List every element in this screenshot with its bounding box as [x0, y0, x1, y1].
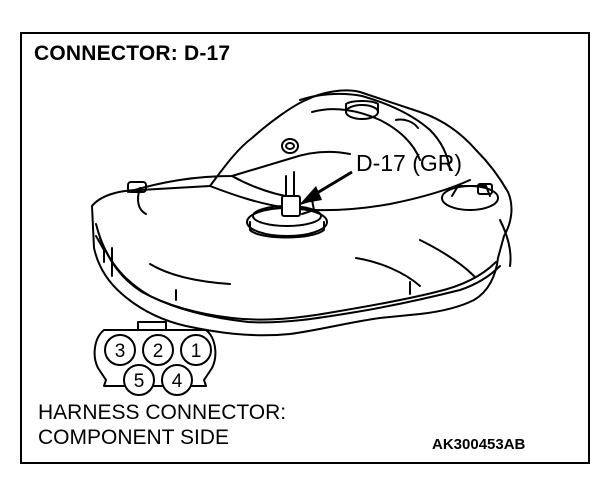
harness-connector-caption: HARNESS CONNECTOR: COMPONENT SIDE: [38, 400, 286, 450]
connector-title: CONNECTOR: D-17: [34, 42, 231, 65]
pin-2-circle: [142, 334, 174, 366]
pin-5-label: 5: [134, 371, 145, 392]
callout-arrow: [300, 170, 353, 204]
pin-1-circle: [180, 334, 212, 366]
tank-front-skirt: [95, 223, 497, 321]
pin-1-label: 1: [191, 341, 202, 362]
tank-rear-hump: [299, 92, 451, 171]
pump-connector: [281, 195, 301, 217]
pin-3-circle: [104, 334, 136, 366]
harness-connector-face: [93, 321, 217, 396]
diagram-frame: [20, 32, 590, 464]
pin-4-label: 4: [172, 371, 183, 392]
figure-code: AK300453AB: [432, 436, 526, 453]
pin-3-label: 3: [115, 341, 126, 362]
pin-2-label: 2: [153, 341, 164, 362]
tank-body-outline: [91, 89, 513, 337]
connector-callout-label: D-17 (GR): [356, 150, 463, 176]
pin-4-circle: [161, 364, 193, 396]
harness-caption-line-1: HARNESS CONNECTOR:: [38, 401, 287, 424]
pin-5-circle: [123, 364, 155, 396]
harness-caption-line-2: COMPONENT SIDE: [38, 426, 229, 449]
